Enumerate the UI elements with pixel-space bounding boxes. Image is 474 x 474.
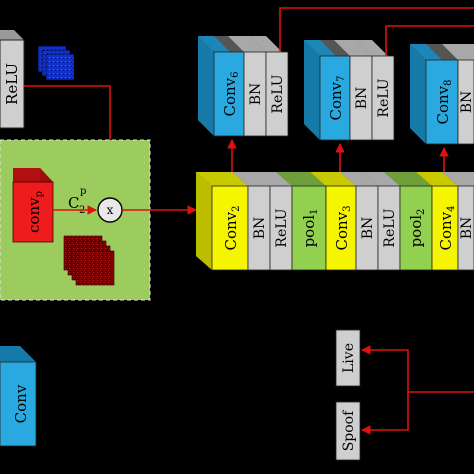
relu-label-1: ReLU (274, 208, 290, 247)
bn-label-5: BN (354, 87, 370, 110)
attention-module: convp C 2 p x (0, 139, 151, 301)
conv-bottom-left-label: Conv (12, 384, 30, 423)
channel-count-label: C (68, 194, 79, 212)
relu-label-2: ReLU (382, 208, 398, 247)
relu-block-top-left: ReLU (0, 30, 25, 129)
bn-block-1: BN (232, 172, 282, 271)
bn-block-5: BN (334, 40, 373, 141)
bn-label-2: BN (360, 217, 376, 240)
conv3-label: Conv3 (333, 205, 353, 250)
connector-branch2-out (385, 25, 474, 56)
output-spoof: Spoof (335, 401, 361, 461)
arrow-to-live (361, 345, 474, 393)
conv7-block: Conv7 (319, 55, 351, 141)
relu-block-2: ReLU (362, 172, 401, 271)
relu-block-3: ReLU (250, 36, 289, 137)
live-label: Live (341, 343, 357, 373)
relu-block-1: ReLU (254, 172, 293, 271)
conv2-block: Conv2 (196, 172, 249, 271)
bn-label-4: BN (248, 83, 264, 106)
main-layer-chain: Conv2 BN ReLU pool1 Conv3 BN (196, 172, 474, 271)
conv8-block: Conv8 (425, 59, 459, 145)
bn-label-6: BN (459, 91, 474, 114)
bn-block-3: BN (442, 172, 474, 271)
pool1-block: pool1 (276, 172, 327, 271)
conv8-label: Conv8 (434, 79, 454, 124)
branch-2: Conv7 BN ReLU (304, 40, 395, 141)
branch-3: Conv8 BN (410, 44, 474, 145)
arrow-to-spoof (361, 392, 409, 435)
feature-map-stack-red (63, 235, 115, 286)
conv-block-bottom-left: Conv (0, 346, 37, 447)
conv2-label: Conv2 (222, 205, 242, 250)
feature-map-stack-blue (37, 45, 75, 81)
conv6-block: Conv6 (213, 51, 245, 137)
pool2-block: pool2 (384, 172, 433, 271)
conv-p-block: convp (12, 168, 54, 243)
bn-block-4: BN (228, 36, 267, 137)
output-live: Live (335, 329, 361, 387)
conv3-block: Conv3 (310, 172, 357, 271)
relu-label-top-left: ReLU (3, 63, 21, 105)
bn-label-3: BN (459, 217, 474, 240)
relu-label-3: ReLU (270, 74, 286, 113)
spoof-label: Spoof (341, 409, 357, 451)
pool1-label: pool1 (300, 209, 320, 248)
pool2-label: pool2 (407, 209, 427, 248)
relu-label-4: ReLU (376, 78, 392, 117)
conv4-label: Conv4 (437, 205, 457, 250)
conv-p-label: convp (25, 191, 45, 233)
conv6-label: Conv6 (221, 71, 241, 116)
relu-block-4: ReLU (356, 40, 395, 141)
connector-branch1-out (279, 7, 474, 52)
channel-count-sup: p (80, 186, 86, 197)
multiply-symbol: x (107, 203, 114, 217)
conv7-label: Conv7 (327, 75, 347, 120)
bn-label-1: BN (252, 217, 268, 240)
conv4-block: Conv4 (416, 172, 459, 271)
multiply-node: x (97, 197, 123, 223)
bn-block-2: BN (340, 172, 379, 271)
bn-block-6: BN (442, 44, 474, 145)
branch-1: Conv6 BN ReLU (198, 36, 289, 137)
